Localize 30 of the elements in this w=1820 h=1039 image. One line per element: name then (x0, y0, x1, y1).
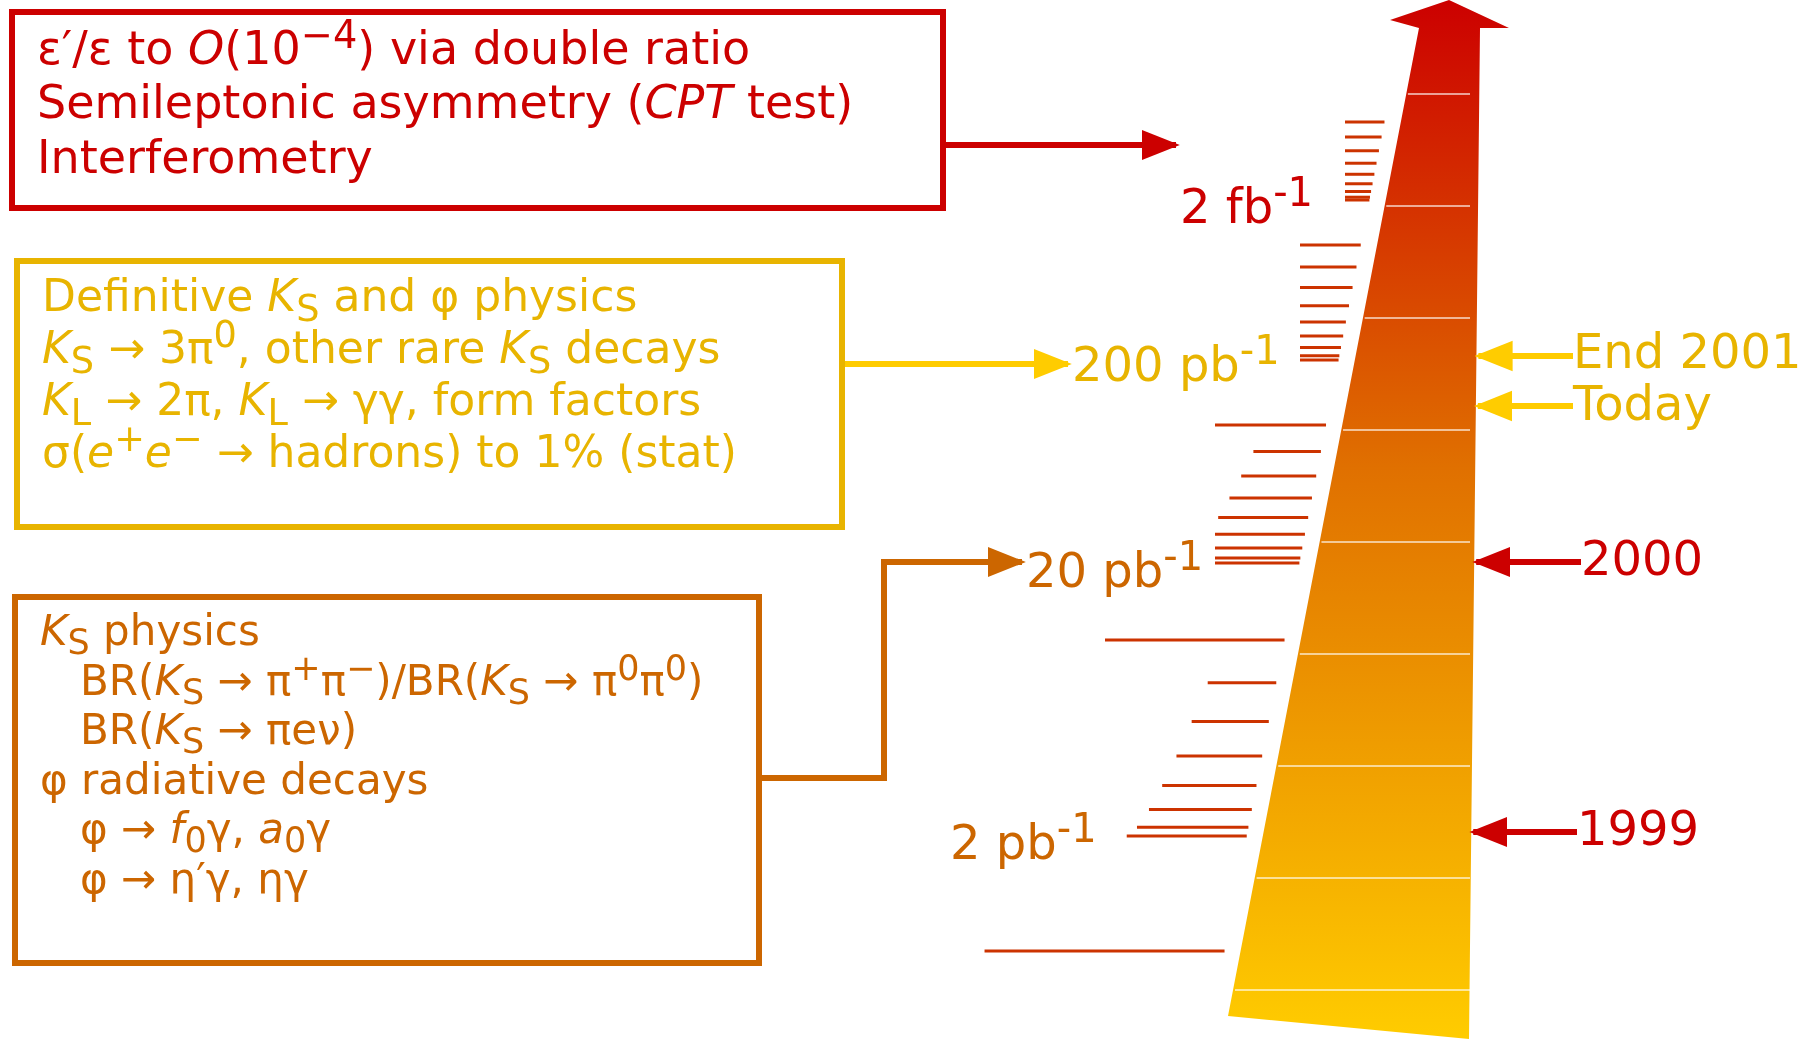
arrow (1469, 816, 1577, 848)
topic-text: K$_{S}$ physics (40, 606, 261, 656)
topic-text: BR(K$_{S}$ → πeν) (79, 705, 358, 755)
date-label: 1999 (1577, 802, 1700, 855)
topic-text: φ → f$_{0}$γ, a$_{0}$γ (79, 804, 333, 854)
topic-text: ε′/ε to O(10$^{−4}$) via double ratio (37, 21, 752, 76)
luminosity-label: 2 pb$^{-1}$ (950, 806, 1097, 869)
topic-box (9, 9, 946, 211)
topic-text: K$_{L}$ → 2π, K$_{L}$ → γγ, form factors (42, 373, 702, 426)
arrow (845, 348, 1072, 380)
topic-text: φ radiative decays (40, 754, 430, 805)
topic-text: Semileptonic asymmetry (CPT test) (37, 75, 855, 130)
arrow (1472, 546, 1581, 578)
topic-text: σ(e$^{+}$e$^{−}$ → hadrons) to 1% (stat) (42, 425, 738, 478)
luminosity-label: 20 pb$^{-1}$ (1026, 534, 1204, 597)
date-label: 2000 (1581, 532, 1704, 585)
luminosity-label: 2 fb$^{-1}$ (1180, 170, 1314, 233)
arrow (762, 546, 1026, 781)
topic-text: φ → η′γ, ηγ (79, 853, 310, 904)
topic-box (14, 258, 845, 530)
topic-text: BR(K$_{S}$ → π$^{+}$π$^{−}$)/BR(K$_{S}$ → π$^{0}$π$^{0}$) (80, 655, 705, 706)
arrow (1474, 390, 1573, 422)
topic-text: Interferometry (37, 129, 374, 184)
arrow (1474, 340, 1573, 372)
topic-text: K$_{S}$ → 3π$^{0}$, other rare K$_{S}$ decays (42, 321, 722, 374)
date-label: Today (1573, 377, 1712, 430)
topic-box (12, 594, 762, 966)
arrow (946, 129, 1180, 161)
luminosity-label: 200 pb$^{-1}$ (1072, 328, 1280, 391)
date-label: End 2001 (1573, 325, 1802, 378)
